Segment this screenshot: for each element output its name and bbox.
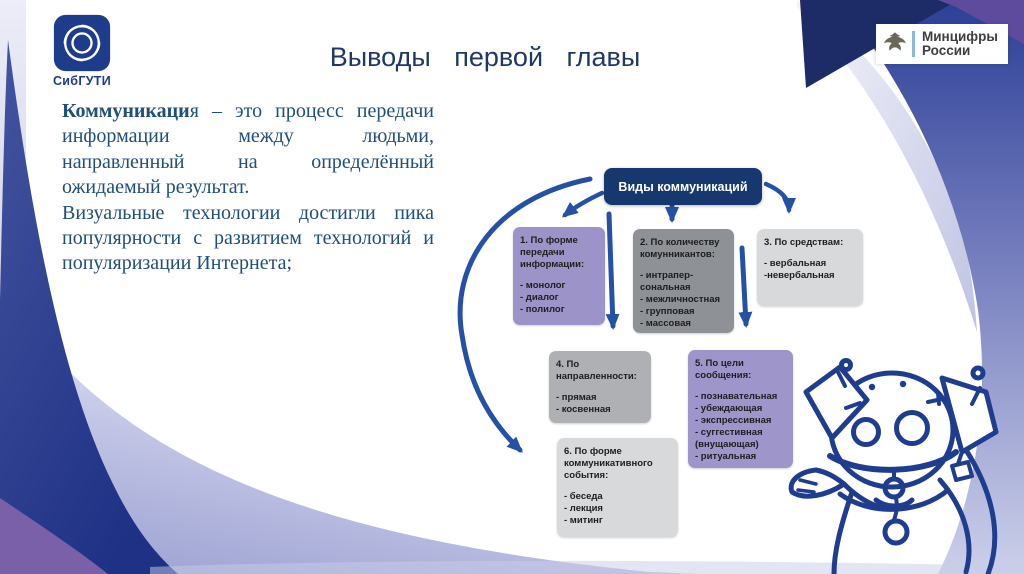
diagram-box-item: - митинг (564, 515, 603, 526)
diagram-box-5: 5. По цели сообщения: - познавательная -… (688, 350, 793, 468)
bottom-lavender-band (0, 340, 700, 574)
diagram-box-item: - массовая (640, 318, 691, 329)
diagram-box-item: - полилог (520, 304, 565, 315)
diagram-box-4: 4. По направленности: - прямая - косвенн… (549, 351, 651, 423)
diagram-box-5-title: 5. По цели сообщения: (695, 358, 752, 381)
logo-divider (912, 31, 915, 57)
bottom-left-purple-wedge (0, 498, 108, 574)
diagram-box-item: - экспрессивная (695, 415, 772, 426)
diagram-box-item: (внущающая) (695, 439, 759, 450)
left-blue-band (0, 40, 178, 574)
paragraph-2: Визуальные технологии достигли пика попу… (62, 201, 434, 275)
mincifry-line2: России (922, 43, 971, 58)
diagram-box-item: - вербальная (764, 258, 827, 269)
diagram-box-item: - ритуальная (695, 451, 757, 462)
diagram-box-item: - межличностная (640, 294, 721, 305)
diagram-box-1-title: 1. По форме передачи информации: (520, 235, 585, 270)
diagram-box-item: - косвенная (556, 404, 611, 415)
right-blue-band (838, 0, 1024, 574)
diagram-box-6: 6. По форме коммуникативного события: - … (557, 438, 678, 537)
diagram-box-1: 1. По форме передачи информации: - монол… (513, 227, 605, 325)
diagram-box-3-title: 3. По средствам: (764, 237, 844, 248)
diagram-box-3: 3. По средствам: - вербальная -невербаль… (757, 229, 863, 306)
diagram-box-item: - беседа (564, 491, 603, 502)
diagram-box-item: - познавательная (695, 391, 778, 402)
diagram-header: Виды коммуникаций (604, 168, 762, 205)
eagle-emblem-icon (882, 29, 908, 60)
sibguti-logo-icon (53, 14, 111, 72)
corner-purple-strip (938, 0, 1024, 44)
diagram-box-item: - групповая (640, 306, 695, 317)
diagram-box-item: сональная (640, 282, 691, 293)
diagram-box-item: - суггестивная (695, 427, 763, 438)
diagram-box-6-title: 6. По форме коммуникативного события: (564, 446, 653, 481)
paragraph-1-rest: я – это процесс передачи информации межд… (62, 100, 434, 199)
sibguti-logo: СибГУТИ (50, 14, 114, 88)
diagram-box-item: -невербальная (764, 270, 835, 281)
diagram-box-item: - монолог (520, 280, 566, 291)
diagram-box-item: - прямая (556, 392, 597, 403)
diagram-box-item: - лекция (564, 503, 603, 514)
mincifry-line1: Минцифры (922, 29, 998, 45)
diagram-box-2-title: 2. По количеству комунникантов: (640, 237, 720, 260)
diagram-box-item: - диалог (520, 292, 559, 303)
diagram-box-4-title: 4. По направленности: (556, 359, 637, 382)
conclusions-text: Коммуникация – это процесс передачи инфо… (62, 99, 434, 277)
bottom-light-strip (150, 560, 1024, 574)
diagram-box-item: - убеждающая (695, 403, 763, 414)
page-title: Выводы первой главы (329, 42, 641, 72)
diagram-box-item: - интрапер- (640, 270, 694, 281)
sibguti-logo-label: СибГУТИ (52, 74, 111, 88)
diagram-box-2: 2. По количеству комунникантов: - интрап… (633, 229, 734, 333)
paragraph-1: Коммуникация – это процесс передачи инфо… (62, 99, 434, 201)
paragraph-1-lead: Коммуникаци (62, 100, 190, 122)
mincifry-logo: Минцифры России (876, 24, 1008, 64)
